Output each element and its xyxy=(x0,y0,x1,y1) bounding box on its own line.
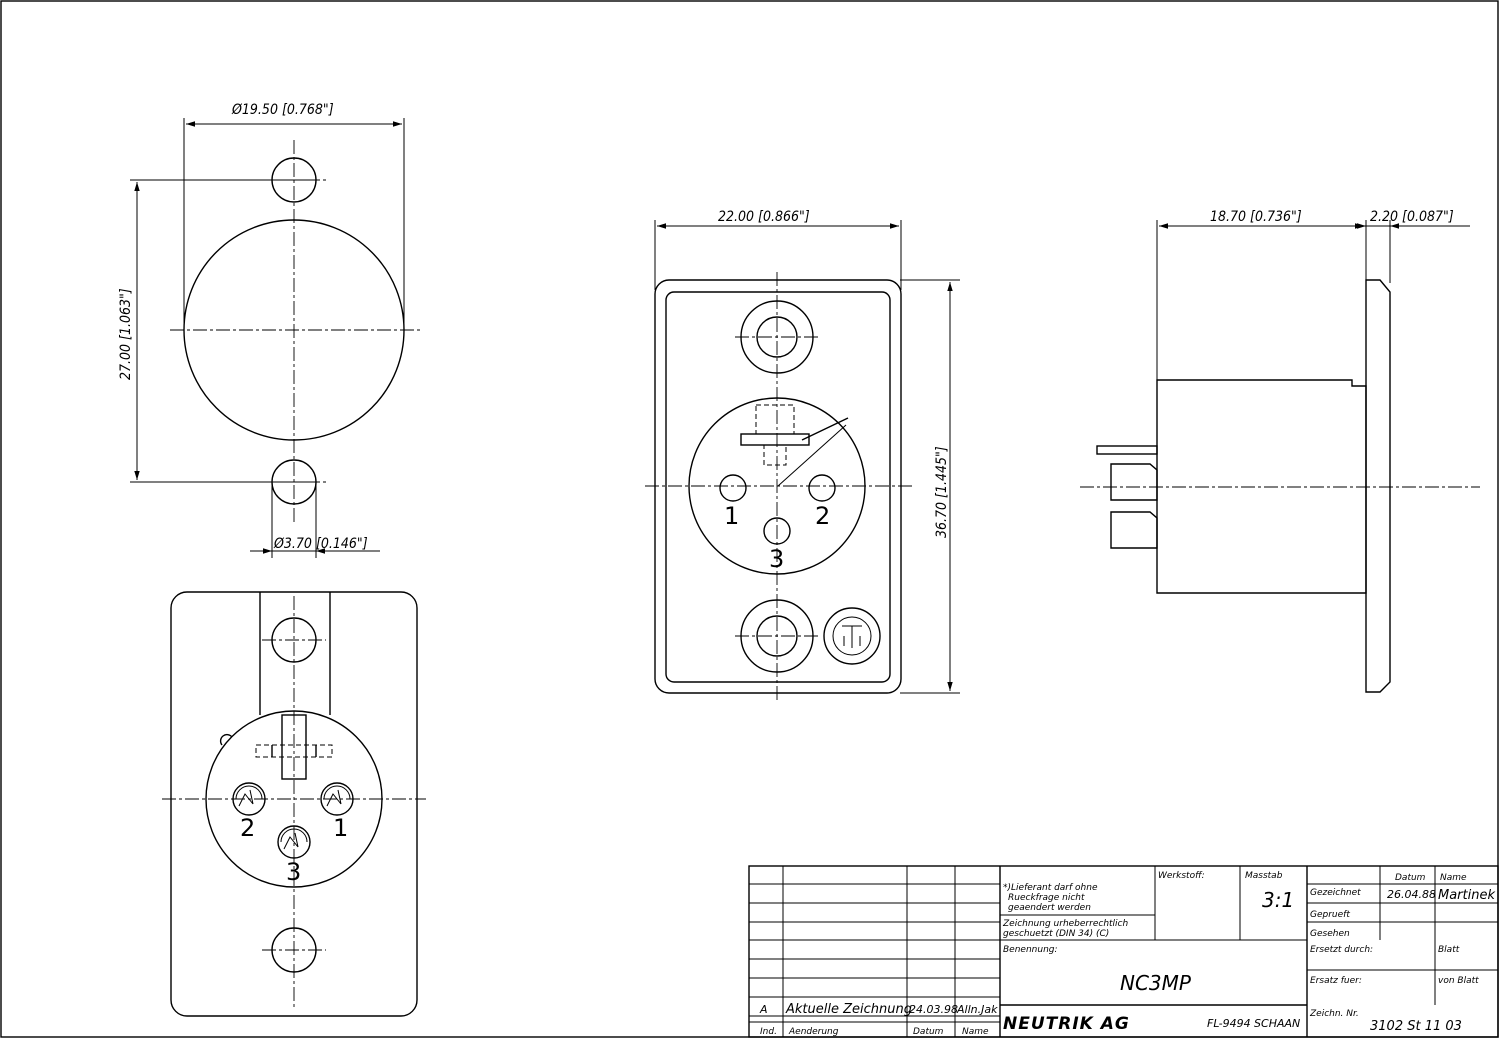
view-side: 18.70 [0.736"] 2.20 [0.087"] xyxy=(1080,209,1480,693)
ersetzt-durch-label: Ersetzt durch: xyxy=(1310,945,1373,955)
front-pin-label-2: 2 xyxy=(815,502,830,530)
werkstoff-label: Werkstoff: xyxy=(1158,871,1205,881)
dim-front-height: 27.00 [1.063"] xyxy=(118,288,134,380)
note-line-3: geaendert werden xyxy=(1008,903,1091,913)
side-flange xyxy=(1365,279,1391,693)
view-rear: 2 1 3 xyxy=(162,591,426,1017)
dim-front-width: Ø19.50 [0.768"] xyxy=(231,102,334,118)
front-pin-2 xyxy=(808,474,836,502)
logo-mark-icon xyxy=(823,607,881,665)
front-flange-outer xyxy=(654,279,902,694)
dim-flange-thickness: 2.20 [0.087"] xyxy=(1370,209,1454,225)
note-line-4: Zeichnung urheberrechtlich xyxy=(1002,919,1129,929)
zeichn-nr-label: Zeichn. Nr. xyxy=(1309,1009,1359,1019)
gezeichnet-name: Martinek xyxy=(1438,888,1495,903)
side-pin-top xyxy=(1096,445,1158,455)
note-line-2: Rueckfrage nicht xyxy=(1008,893,1085,903)
dim-flange-height: 36.70 [1.445"] xyxy=(934,446,950,538)
datum-label: Datum xyxy=(1395,873,1426,883)
von-blatt-label: von Blatt xyxy=(1438,976,1479,986)
gezeichnet-label: Gezeichnet xyxy=(1310,888,1361,898)
front-pin-label-1: 1 xyxy=(724,502,739,530)
ersatz-fuer-label: Ersatz fuer: xyxy=(1310,976,1362,986)
note-line-5: geschuetzt (DIN 34) (C) xyxy=(1003,929,1109,939)
rev-header-aenderung: Aenderung xyxy=(788,1027,839,1037)
rev-description: Aktuelle Zeichnung xyxy=(785,1002,912,1017)
dim-flange-width: 22.00 [0.866"] xyxy=(718,209,810,225)
rev-date: 24.03.98 xyxy=(909,1003,958,1016)
benennung-label: Benennung: xyxy=(1003,945,1058,955)
rear-pin-label-1: 1 xyxy=(333,814,348,842)
rev-header-name: Name xyxy=(962,1027,989,1037)
dim-hole-dia: Ø3.70 [0.146"] xyxy=(273,536,368,552)
view-front: 22.00 [0.866"] 36.70 [1.445"] 1 2 3 xyxy=(645,209,960,700)
front-flange-inner xyxy=(665,291,891,683)
rear-flange xyxy=(170,591,418,1017)
name-label: Name xyxy=(1440,873,1467,883)
rev-index: A xyxy=(759,1003,768,1016)
rear-pin-label-2: 2 xyxy=(240,814,255,842)
front-hole-top-inner xyxy=(756,316,798,358)
company-address: FL-9494 SCHAAN xyxy=(1207,1017,1300,1030)
massstab-label: Masstab xyxy=(1245,871,1283,881)
drawing-number: 3102 St 11 03 xyxy=(1370,1019,1462,1034)
rev-header-ind: Ind. xyxy=(760,1027,777,1037)
gesehen-label: Gesehen xyxy=(1310,929,1350,939)
note-line-1: *)Lieferant darf ohne xyxy=(1003,883,1098,893)
blatt-label: Blatt xyxy=(1438,945,1460,955)
massstab-value: 3:1 xyxy=(1262,888,1294,912)
rev-header-datum: Datum xyxy=(913,1027,944,1037)
front-hole-bottom-inner xyxy=(756,615,798,657)
gezeichnet-date: 26.04.88 xyxy=(1387,888,1436,901)
part-name: NC3MP xyxy=(1120,971,1192,995)
front-pin-1 xyxy=(719,474,747,502)
view-panel-cutout: Ø19.50 [0.768"] 27.00 [1.063"] Ø3.70 [0.… xyxy=(118,102,420,558)
side-body xyxy=(1156,379,1367,594)
geprueft-label: Geprueft xyxy=(1310,910,1350,920)
rev-name: Alln.Jak xyxy=(956,1003,998,1016)
dim-body-depth: 18.70 [0.736"] xyxy=(1210,209,1302,225)
company-name: NEUTRIK AG xyxy=(1003,1014,1130,1034)
title-block: A Aktuelle Zeichnung 24.03.98 Alln.Jak I… xyxy=(748,865,1499,1038)
